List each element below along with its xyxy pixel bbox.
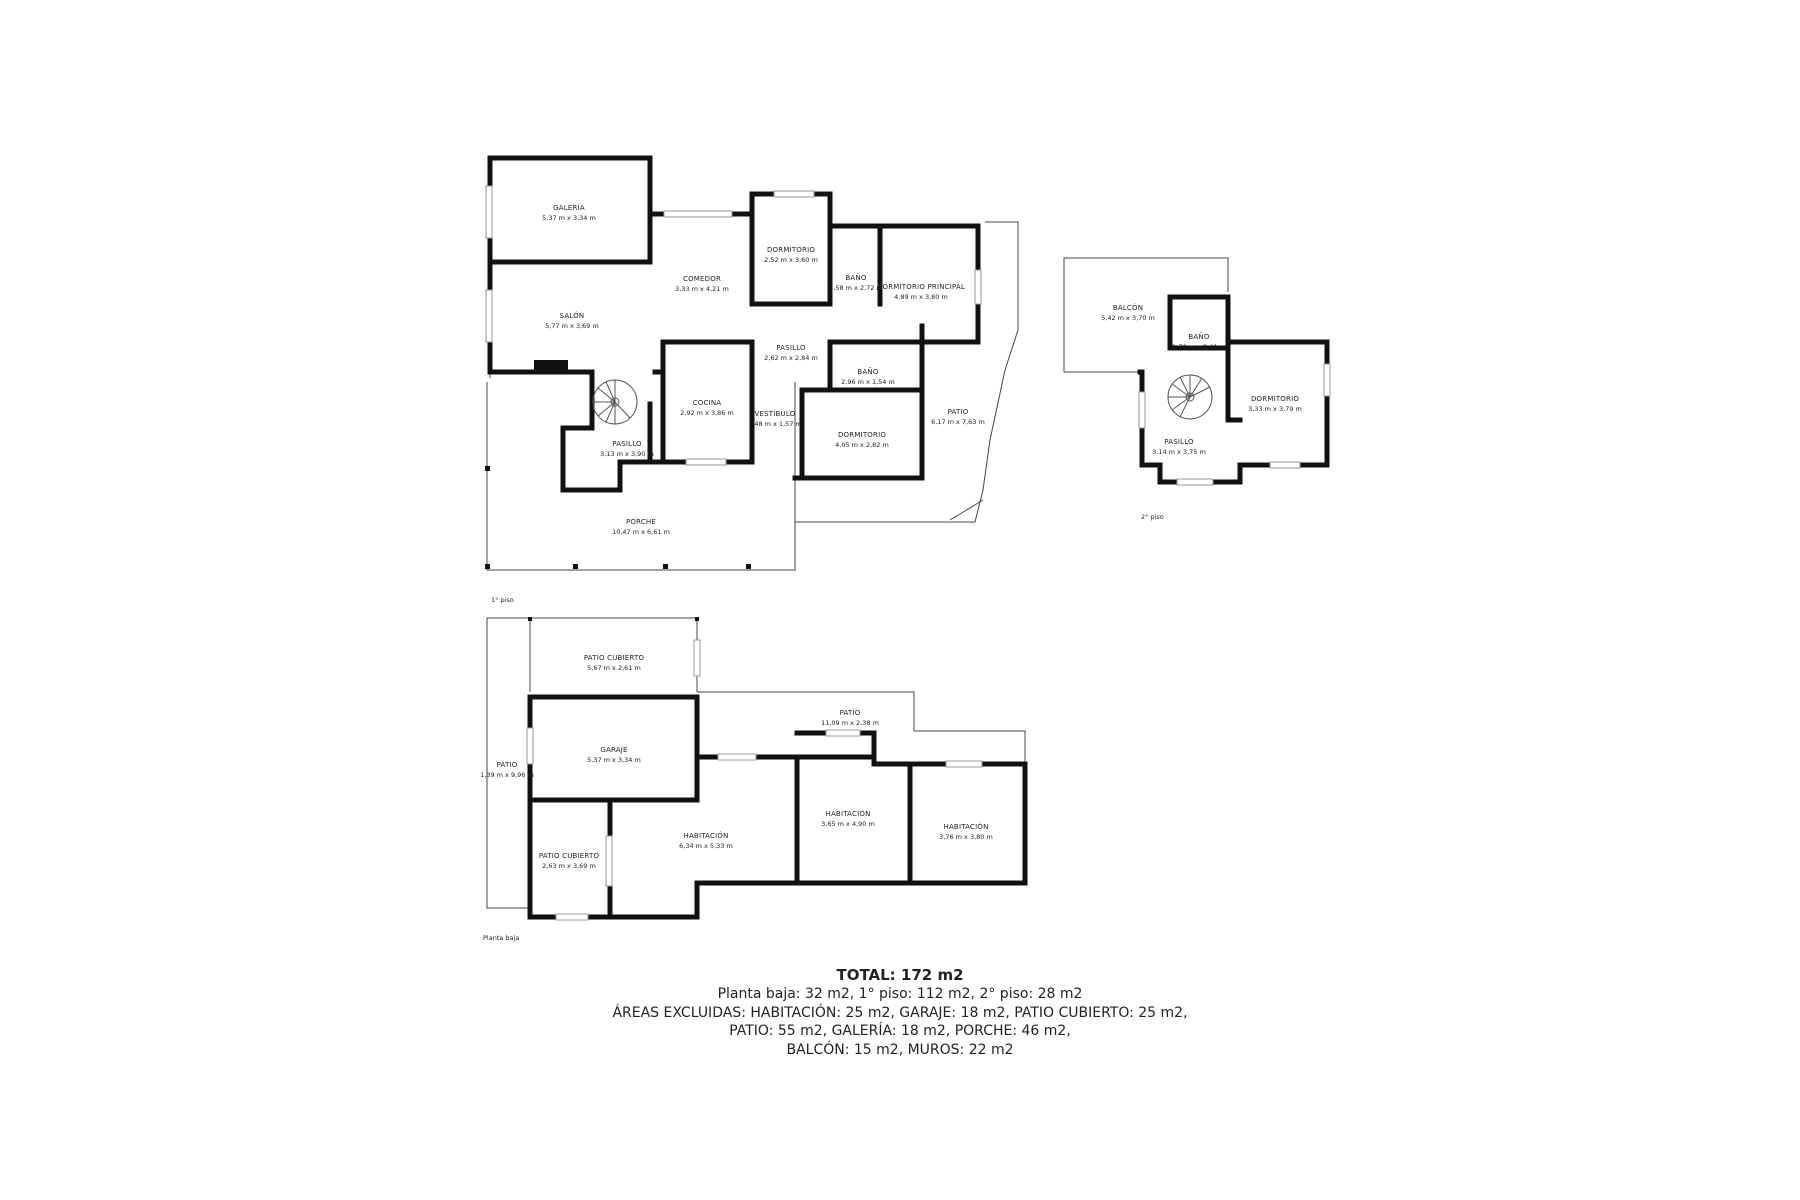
room-name: PATIO xyxy=(497,761,518,769)
spiral-stair-icon xyxy=(592,379,638,425)
room-name: VESTÍBULO xyxy=(755,409,796,418)
room-name: DORMITORIO PRINCIPAL xyxy=(877,283,965,291)
room-name: SALÓN xyxy=(560,311,585,320)
room-name: DORMITORIO xyxy=(1251,395,1299,403)
ground-floor-plan: PATIO CUBIERTO 5,67 m x 2,61 m PATIO 11,… xyxy=(480,617,1028,942)
room-name: PATIO CUBIERTO xyxy=(584,654,645,662)
room-name: PORCHE xyxy=(626,518,656,526)
room-name: PATIO xyxy=(840,709,861,717)
room-dimensions: 1,58 m x 2,72 m xyxy=(829,284,883,292)
room-dimensions: 3,13 m x 3,90 m xyxy=(600,450,654,458)
room-name: GALERÍA xyxy=(553,203,585,212)
room-name: BAÑO xyxy=(845,273,866,282)
excluded-areas-line: PATIO: 55 m2, GALERÍA: 18 m2, PORCHE: 46… xyxy=(729,1023,1071,1039)
room-name: DORMITORIO xyxy=(838,431,886,439)
floor-label: 1° piso xyxy=(491,596,514,604)
room-dimensions: 1,70 m x 2,41 m xyxy=(1172,343,1226,351)
room-name: BALCÓN xyxy=(1113,303,1143,312)
room-dimensions: 11,09 m x 2,38 m xyxy=(821,719,879,727)
total-area: TOTAL: 172 m2 xyxy=(836,966,964,984)
floor-label: 2° piso xyxy=(1141,513,1164,521)
room-dimensions: 6,34 m x 5,33 m xyxy=(679,842,733,850)
room-dimensions: 5,77 m x 3,69 m xyxy=(545,322,599,330)
excluded-areas-line: BALCÓN: 15 m2, MUROS: 22 m2 xyxy=(786,1041,1014,1058)
room-name: BAÑO xyxy=(1188,332,1209,341)
room-dimensions: 2,52 m x 3,60 m xyxy=(764,256,818,264)
second-floor-plan: BALCÓN 5,42 m x 3,70 m BAÑO 1,70 m x 2,4… xyxy=(1063,257,1331,521)
room-name: PASILLO xyxy=(776,344,806,352)
room-dimensions: 5,67 m x 2,61 m xyxy=(587,664,641,672)
room-name: PASILLO xyxy=(1164,438,1194,446)
room-dimensions: 5,37 m x 3,34 m xyxy=(542,214,596,222)
room-dimensions: 1,48 m x 1,57 m xyxy=(748,420,802,428)
room-name: GARAJE xyxy=(600,746,627,754)
room-dimensions: 3,76 m x 3,80 m xyxy=(939,833,993,841)
room-name: HABITACIÓN xyxy=(943,822,988,831)
room-dimensions: 10,47 m x 6,61 m xyxy=(612,528,670,536)
room-dimensions: 2,63 m x 3,69 m xyxy=(542,862,596,870)
area-summary: TOTAL: 172 m2 Planta baja: 32 m2, 1° pis… xyxy=(0,966,1800,1059)
excluded-areas-line: ÁREAS EXCLUIDAS: HABITACIÓN: 25 m2, GARA… xyxy=(612,1004,1188,1021)
room-name: PATIO CUBIERTO xyxy=(539,852,600,860)
room-dimensions: 4,05 m x 2,82 m xyxy=(835,441,889,449)
room-name: COMEDOR xyxy=(683,275,721,283)
room-name: HABITACIÓN xyxy=(683,831,728,840)
room-dimensions: 5,42 m x 3,70 m xyxy=(1101,314,1155,322)
room-dimensions: 6,17 m x 7,63 m xyxy=(931,418,985,426)
floor-label: Planta baja xyxy=(483,934,519,942)
room-dimensions: 1,39 m x 9,96 m xyxy=(480,771,534,779)
spiral-stair-icon xyxy=(1167,374,1213,420)
room-dimensions: 4,89 m x 3,80 m xyxy=(894,293,948,301)
room-dimensions: 3,33 m x 3,79 m xyxy=(1248,405,1302,413)
room-dimensions: 2,62 m x 2,84 m xyxy=(764,354,818,362)
room-name: COCINA xyxy=(693,399,722,407)
room-name: BAÑO xyxy=(857,367,878,376)
room-dimensions: 2,92 m x 3,86 m xyxy=(680,409,734,417)
floor-areas: Planta baja: 32 m2, 1° piso: 112 m2, 2° … xyxy=(717,986,1083,1002)
room-name: PASILLO xyxy=(612,440,642,448)
room-dimensions: 3,65 m x 4,90 m xyxy=(821,820,875,828)
room-dimensions: 3,14 m x 3,75 m xyxy=(1152,448,1206,456)
room-dimensions: 5,37 m x 3,34 m xyxy=(587,756,641,764)
room-dimensions: 3,33 m x 4,21 m xyxy=(675,285,729,293)
room-name: HABITACIÓN xyxy=(825,809,870,818)
first-floor-plan: GALERÍA 5,37 m x 3,34 m COMEDOR 3,33 m x… xyxy=(485,155,1019,604)
room-name: PATIO xyxy=(948,408,969,416)
room-dimensions: 2,96 m x 1,54 m xyxy=(841,378,895,386)
room-name: DORMITORIO xyxy=(767,246,815,254)
